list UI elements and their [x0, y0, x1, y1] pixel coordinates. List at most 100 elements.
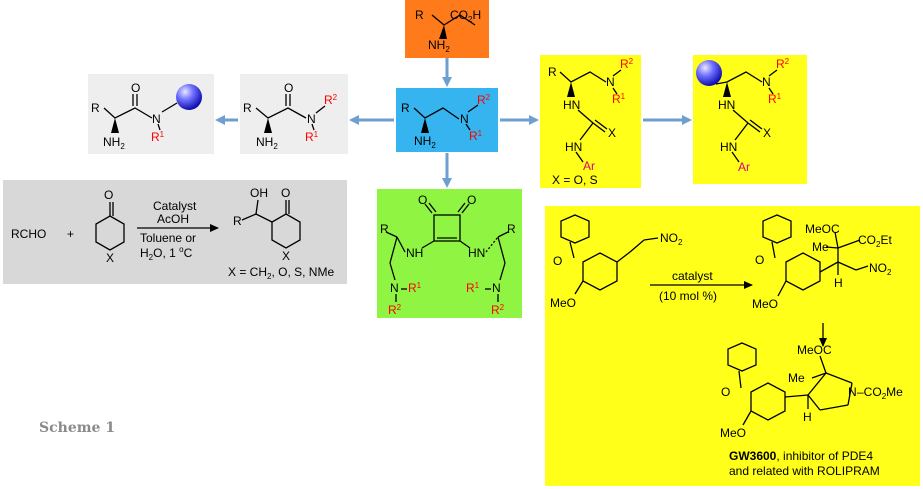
scheme-caption: Scheme 1 — [39, 420, 115, 436]
michael-no2: NO — [869, 261, 887, 275]
aldol-product-o: O — [281, 186, 290, 200]
diamine-amine: NH — [414, 134, 431, 148]
amide-structure: R O N R2 R1 NH2 — [243, 81, 338, 151]
svg-text:R1: R1 — [151, 130, 165, 144]
thiourea-note: X = O, S — [552, 173, 598, 187]
squaramide-nh-left: NH — [406, 246, 423, 260]
supported-amide-r1: R — [151, 130, 160, 144]
aldol-cond1: Catalyst — [153, 199, 197, 213]
thiourea-hn2: HN — [565, 140, 582, 154]
thiourea-r: R — [548, 65, 557, 79]
thiourea-r1: R — [612, 92, 621, 106]
svg-text:R1: R1 — [469, 129, 483, 143]
svg-text:R1: R1 — [768, 92, 782, 106]
diamine-r1: R — [469, 129, 478, 143]
product-meoc: MeOC — [797, 343, 832, 357]
svg-text:R2: R2 — [776, 57, 790, 71]
aldol-reaction: RCHO + O X Catalyst AcOH Toluene or H2O,… — [11, 186, 334, 281]
aldol-oh: OH — [250, 186, 268, 200]
amide-r1: R — [305, 130, 314, 144]
squaramide-r-right: R — [507, 222, 516, 236]
michael-o: O — [553, 254, 562, 268]
aldol-product-x: X — [282, 249, 290, 263]
supported-thiourea-n: N — [762, 75, 771, 89]
supported-amide-structure: R O N R1 NH2 — [91, 81, 202, 151]
amide-box — [240, 74, 348, 154]
product-desc2: and related with ROLIPRAM — [729, 464, 880, 478]
thiourea-r2: R — [620, 57, 629, 71]
diamine-structure: R N R2 R1 NH2 — [401, 93, 491, 150]
svg-text:R2: R2 — [491, 303, 505, 317]
squaramide-hn-right: HN — [468, 246, 485, 260]
squaramide-r2-left: R — [388, 303, 397, 317]
thiourea-hn1: HN — [563, 98, 580, 112]
aldol-cond3: Toluene or — [140, 231, 196, 245]
michael-catalyst: catalyst — [672, 269, 713, 283]
diamine-r: R — [401, 101, 410, 115]
supported-thiourea-hn2: HN — [720, 140, 737, 154]
amino-acid-structure: R CO2H NH2 — [415, 8, 481, 54]
svg-text:R2: R2 — [388, 303, 402, 317]
svg-text:R1: R1 — [466, 281, 480, 295]
michael-box — [545, 206, 920, 486]
michael-meo: MeO — [550, 296, 576, 310]
aldol-box — [3, 180, 347, 284]
supported-amide-o: O — [131, 81, 140, 95]
squaramide-n-right: N — [492, 281, 501, 295]
squaramide-r1-left: R — [408, 281, 417, 295]
aa-acid: CO — [450, 8, 468, 22]
aldol-cond2: AcOH — [157, 212, 189, 226]
svg-text:R2: R2 — [324, 93, 338, 107]
svg-text:GW3600, inhibitor of PDE4: GW3600, inhibitor of PDE4 — [729, 449, 873, 463]
aldol-cond4: H — [140, 246, 149, 260]
squaramide-r1-right: R — [466, 281, 475, 295]
svg-text:R1: R1 — [305, 130, 319, 144]
squaramide-o1: O — [418, 193, 427, 207]
squaramide-o2: O — [467, 193, 476, 207]
michael-co2et: CO — [858, 233, 876, 247]
aldol-o: O — [104, 188, 113, 202]
svg-text:CO2Et: CO2Et — [858, 233, 892, 249]
aa-amine: NH — [428, 38, 445, 52]
michael-reaction: O MeO NO2 catalyst (10 mol %) O MeO MeOC… — [550, 214, 892, 347]
diamine-box — [396, 88, 498, 152]
amide-amine: NH — [256, 135, 273, 149]
amide-r2: R — [324, 93, 333, 107]
supported-thiourea-hn1: HN — [718, 98, 735, 112]
svg-text:NH2: NH2 — [428, 38, 450, 54]
squaramide-box — [377, 189, 522, 318]
michael-meoc: MeOC — [805, 222, 840, 236]
product-name: GW3600 — [729, 449, 777, 463]
thiourea-x: X — [608, 126, 616, 140]
squaramide-r-left: R — [380, 222, 389, 236]
product-desc1: , inhibitor of PDE4 — [776, 449, 873, 463]
product-me: Me — [788, 371, 805, 385]
supported-amide-r: R — [91, 101, 100, 115]
svg-text:NO2: NO2 — [869, 261, 892, 277]
amide-o: O — [284, 81, 293, 95]
supported-amide-amine: NH — [103, 135, 120, 149]
aldol-rcho: RCHO — [11, 227, 46, 241]
michael-h: H — [834, 276, 843, 290]
diamine-r2: R — [477, 93, 486, 107]
squaramide-r2-right: R — [491, 303, 500, 317]
thiourea-ar: Ar — [583, 159, 595, 173]
michael-me: Me — [812, 240, 829, 254]
supported-amide-n: N — [152, 112, 161, 126]
supported-thiourea-r2: R — [776, 57, 785, 71]
amino-acid-box — [405, 0, 489, 58]
svg-text:NH2: NH2 — [256, 135, 278, 151]
michael-nitro: NO — [660, 231, 678, 245]
aa-r: R — [415, 8, 424, 22]
svg-text:X = CH2, O, S, NMe: X = CH2, O, S, NMe — [228, 265, 334, 281]
squaramide-structure: O O NH HN R N R1 R2 R R1 N R2 — [380, 193, 516, 317]
svg-text:R1: R1 — [612, 92, 626, 106]
product-co2me: –CO — [857, 385, 882, 399]
amide-r: R — [243, 101, 252, 115]
product-h: H — [803, 410, 812, 424]
product-o: O — [721, 385, 730, 399]
thiourea-structure: R N R2 R1 HN X HN Ar X = O, S — [548, 57, 634, 187]
svg-text:NH2: NH2 — [103, 135, 125, 151]
svg-text:R: R — [415, 8, 424, 22]
